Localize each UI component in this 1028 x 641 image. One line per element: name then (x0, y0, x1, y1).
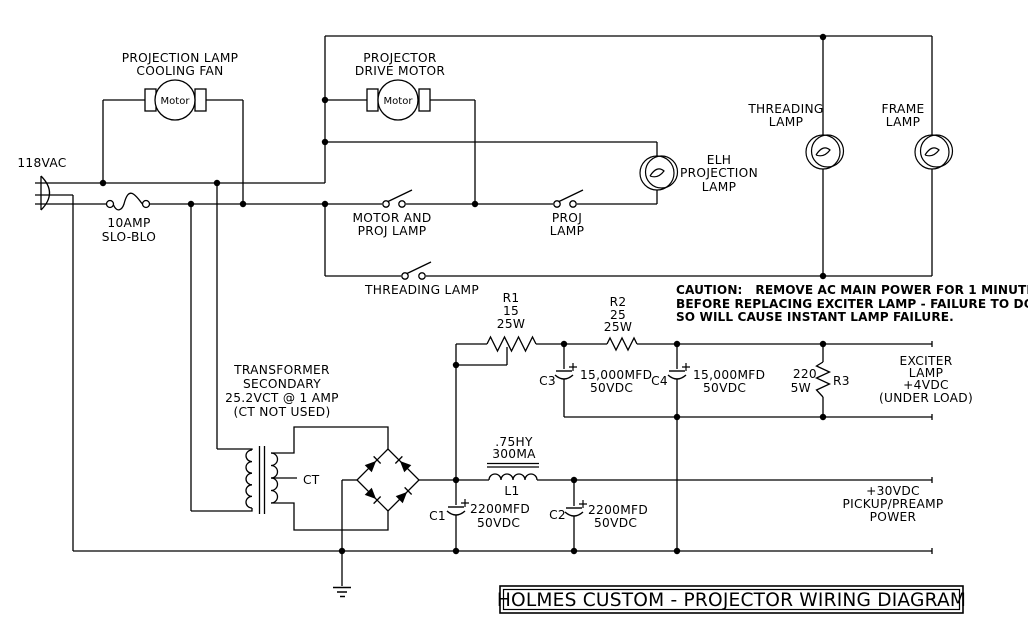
resistor-r1-label: 15 (503, 304, 519, 318)
junction-dots (99, 33, 827, 555)
elh-lamp-label: PROJECTION (680, 166, 758, 180)
drive-motor-label: DRIVE MOTOR (355, 64, 446, 78)
resistor-r2-label: R2 (610, 295, 627, 309)
capacitor-c3-label: C3 (539, 374, 556, 388)
caution-text: CAUTION: REMOVE AC MAIN POWER FOR 1 MINU… (676, 283, 1028, 297)
resistor-r1-symbol (486, 335, 537, 353)
capacitor-c1-symbol (446, 499, 469, 516)
capacitor-c4-label: C4 (651, 374, 668, 388)
capacitor-c2-label: C2 (549, 508, 566, 522)
frame-lamp-label: FRAME (881, 102, 924, 116)
capacitor-c2-label: 2200MFD (588, 503, 648, 517)
resistor-r1-label: 25W (497, 317, 525, 331)
frame-lamp-label: LAMP (886, 115, 920, 129)
resistor-r1-label: R1 (503, 291, 520, 305)
exciter-output-label: EXCITER (900, 354, 953, 368)
preamp-output-label: POWER (870, 510, 917, 524)
exciter-output-label: (UNDER LOAD) (879, 391, 973, 405)
switch-proj-label: PROJ (552, 211, 582, 225)
capacitor-c3-label: 50VDC (590, 381, 633, 395)
capacitor-c4-label: 15,000MFD (693, 368, 765, 382)
wires (35, 35, 933, 586)
capacitor-c2-symbol (564, 500, 587, 517)
transformer-label: SECONDARY (243, 377, 321, 391)
frame-lamp-icon (914, 134, 954, 170)
cooling-fan-motor-symbol (144, 79, 207, 121)
cooling-fan-label: COOLING FAN (136, 64, 223, 78)
elh-lamp-label: LAMP (702, 180, 736, 194)
ac-plug-icon (40, 175, 51, 211)
switch-threading-lamp (401, 261, 432, 280)
drive-motor-text: Motor (384, 96, 414, 107)
drive-motor-symbol (366, 79, 431, 121)
resistor-r2-label: 25W (604, 320, 632, 334)
fuse-symbol (105, 192, 151, 211)
threading-lamp-label: THREADING (747, 102, 823, 116)
transformer-label: 25.2VCT @ 1 AMP (225, 391, 339, 405)
labels: PROJECTION LAMP COOLING FAN Motor PROJEC… (17, 51, 1028, 530)
preamp-output-label: +30VDC (866, 484, 920, 498)
transformer-ct-label: CT (303, 473, 320, 487)
resistor-r3-label: 5W (791, 381, 811, 395)
switch-proj-lamp (553, 189, 584, 208)
transformer-label: TRANSFORMER (233, 363, 330, 377)
resistor-r2-label: 25 (610, 308, 626, 322)
exciter-output-label: +4VDC (903, 378, 949, 392)
resistor-r2-symbol (606, 336, 638, 352)
drive-motor-label: PROJECTOR (363, 51, 437, 65)
ground-symbol (333, 586, 351, 598)
preamp-output-label: PICKUP/PREAMP (842, 497, 943, 511)
bridge-rectifier-symbol (356, 448, 420, 512)
exciter-output-label: LAMP (909, 366, 943, 380)
inductor-l1-label: L1 (504, 484, 519, 498)
caution-text: SO WILL CAUSE INSTANT LAMP FAILURE. (676, 310, 954, 324)
capacitor-c3-label: 15,000MFD (580, 368, 652, 382)
resistor-r3-label: R3 (833, 374, 850, 388)
inductor-l1-symbol (487, 462, 539, 481)
elh-lamp-label: ELH (707, 153, 732, 167)
resistor-r3-label: 220 (793, 367, 817, 381)
switch-motor-proj-label: MOTOR AND (352, 211, 431, 225)
capacitor-c4-label: 50VDC (703, 381, 746, 395)
capacitor-c2-label: 50VDC (594, 516, 637, 530)
threading-lamp-label: LAMP (769, 115, 803, 129)
transformer-label: (CT NOT USED) (233, 405, 330, 419)
switch-proj-label: LAMP (550, 224, 584, 238)
capacitor-c1-label: 2200MFD (470, 502, 530, 516)
switch-threading-label: THREADING LAMP (364, 283, 479, 297)
fuse-label: SLO-BLO (102, 230, 156, 244)
caution-text: BEFORE REPLACING EXCITER LAMP - FAILURE … (676, 297, 1028, 311)
transformer-symbol (245, 446, 279, 514)
capacitor-c4-symbol (667, 363, 690, 380)
capacitor-c3-symbol (554, 363, 577, 380)
capacitor-c1-label: C1 (429, 509, 446, 523)
switch-motor-proj-lamp (382, 189, 413, 208)
inductor-l1-label: 300MA (492, 447, 536, 461)
supply-voltage-label: 118VAC (17, 156, 66, 170)
cooling-fan-motor-text: Motor (161, 96, 191, 107)
inductor-l1-label: .75HY (495, 435, 533, 449)
switch-motor-proj-label: PROJ LAMP (358, 224, 427, 238)
threading-lamp-icon (805, 134, 845, 170)
cooling-fan-label: PROJECTION LAMP (122, 51, 239, 65)
capacitor-c1-label: 50VDC (477, 516, 520, 530)
diagram-title: HOLMES CUSTOM - PROJECTOR WIRING DIAGRAM (497, 590, 966, 611)
resistor-r3-symbol (814, 361, 832, 398)
elh-projection-lamp-icon (639, 155, 679, 191)
fuse-label: 10AMP (107, 216, 150, 230)
title-block: HOLMES CUSTOM - PROJECTOR WIRING DIAGRAM (497, 585, 966, 614)
